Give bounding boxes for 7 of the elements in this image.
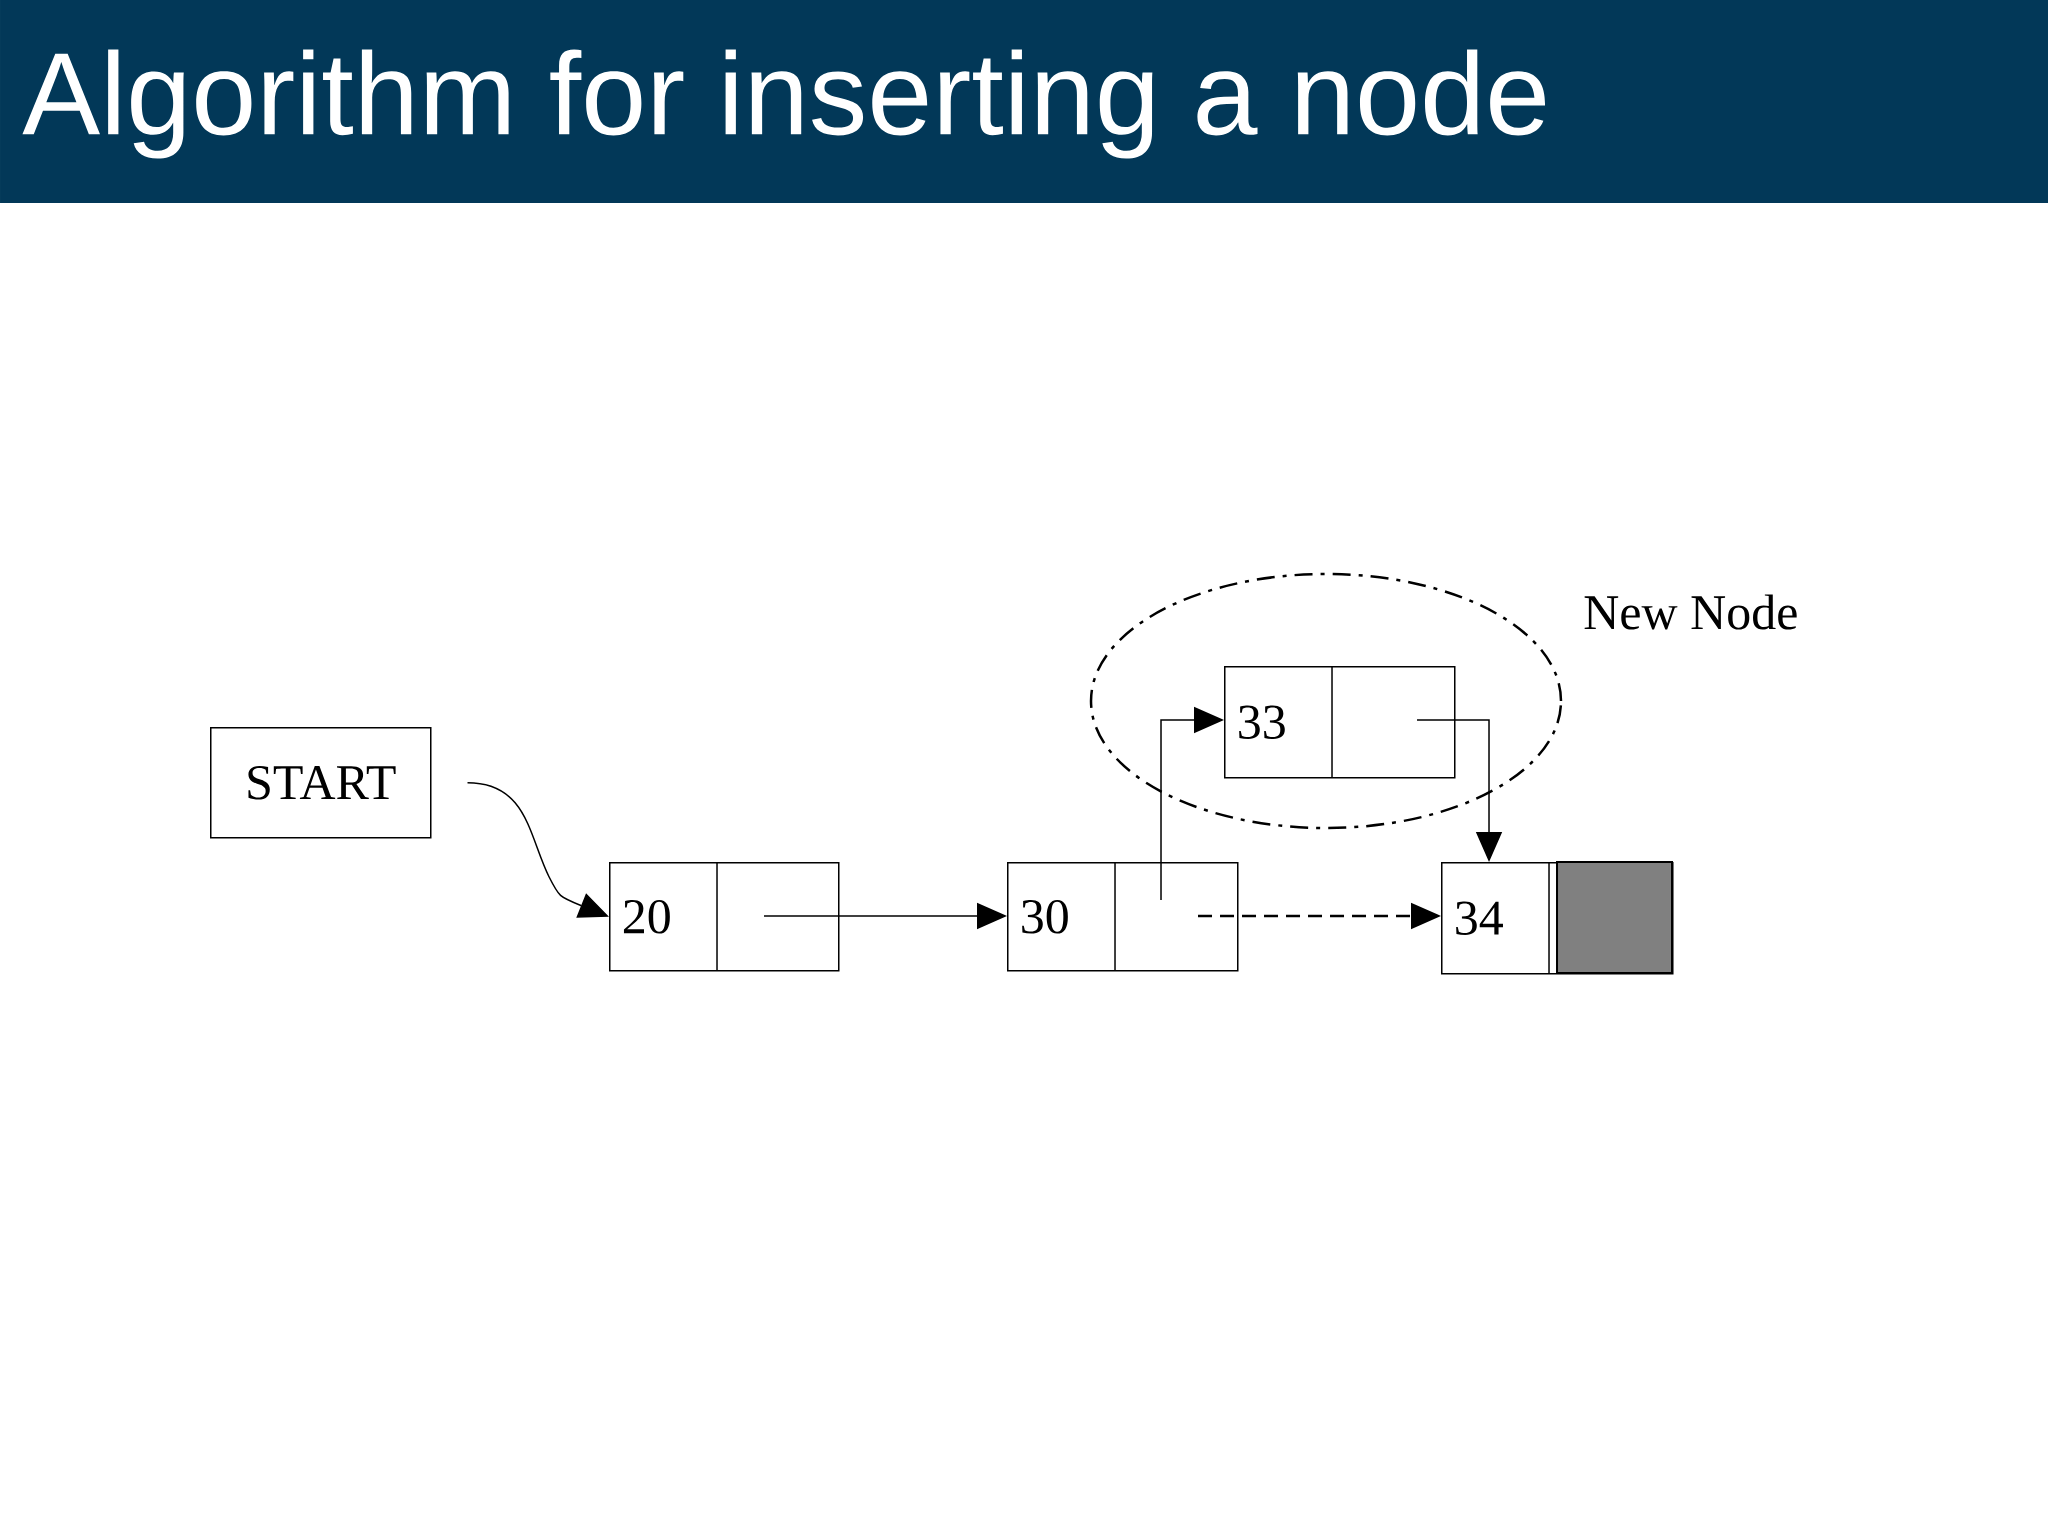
- list-node: 20: [609, 861, 840, 972]
- list-node: 30: [1007, 861, 1239, 972]
- ellipse-caption: New Node: [1584, 594, 1797, 630]
- slide-title: Algorithm for inserting a node: [22, 49, 1546, 159]
- list-node: 34: [1441, 861, 1674, 975]
- start-box: START: [210, 727, 432, 839]
- list-node: 33: [1224, 665, 1456, 779]
